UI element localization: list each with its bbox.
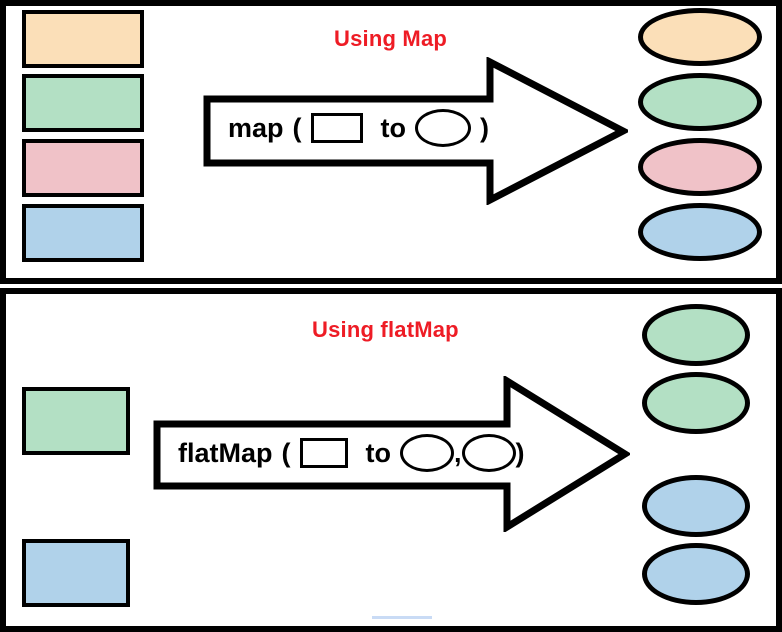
input-rectangle-green [22, 74, 144, 132]
input-rectangle-blue [22, 204, 144, 262]
panel-map: Using Map map ( to ) [0, 0, 782, 284]
output-ellipse-blue [638, 203, 762, 261]
map-arrow [202, 57, 628, 205]
flatmap-open-paren: ( [281, 437, 291, 468]
map-output-ellipse-glyph [415, 109, 472, 147]
map-input-square-glyph [310, 113, 363, 143]
flatmap-output-ellipse-green-1 [642, 304, 750, 366]
flatmap-input-square-glyph [299, 438, 348, 468]
flatmap-output-ellipse-glyph-1 [399, 434, 454, 472]
map-keyword-to: to [380, 112, 407, 143]
flatmap-output-ellipse-glyph-2 [461, 434, 516, 472]
panel-title-map: Using Map [334, 26, 448, 51]
panel-flatmap: Using flatMap flatMap ( to , ) [0, 288, 782, 632]
flatmap-operation-name: flatMap [178, 437, 273, 468]
flatmap-separator: , [453, 437, 462, 468]
output-ellipse-pink [638, 138, 762, 196]
map-open-paren: ( [292, 112, 302, 143]
flatmap-close-paren: ) [515, 437, 525, 468]
panel-title-flatmap: Using flatMap [312, 317, 459, 342]
flatmap-keyword-to: to [365, 437, 391, 468]
input-rectangle-pink [22, 139, 144, 197]
flatmap-input-rectangle-blue [22, 539, 130, 607]
flatmap-arrow [152, 376, 630, 532]
flatmap-input-rectangle-green [22, 387, 130, 455]
flatmap-output-ellipse-blue-1 [642, 475, 750, 537]
map-close-paren: ) [480, 112, 490, 143]
flatmap-output-ellipse-blue-2 [642, 543, 750, 605]
map-operation-name: map [228, 112, 284, 143]
input-rectangle-orange [22, 10, 144, 68]
artifact-line [372, 616, 432, 619]
flatmap-operation-label: flatMap ( to , ) [178, 434, 525, 472]
map-operation-label: map ( to ) [228, 109, 489, 147]
flatmap-output-ellipse-green-2 [642, 372, 750, 434]
output-ellipse-green [638, 73, 762, 131]
output-ellipse-orange [638, 8, 762, 66]
